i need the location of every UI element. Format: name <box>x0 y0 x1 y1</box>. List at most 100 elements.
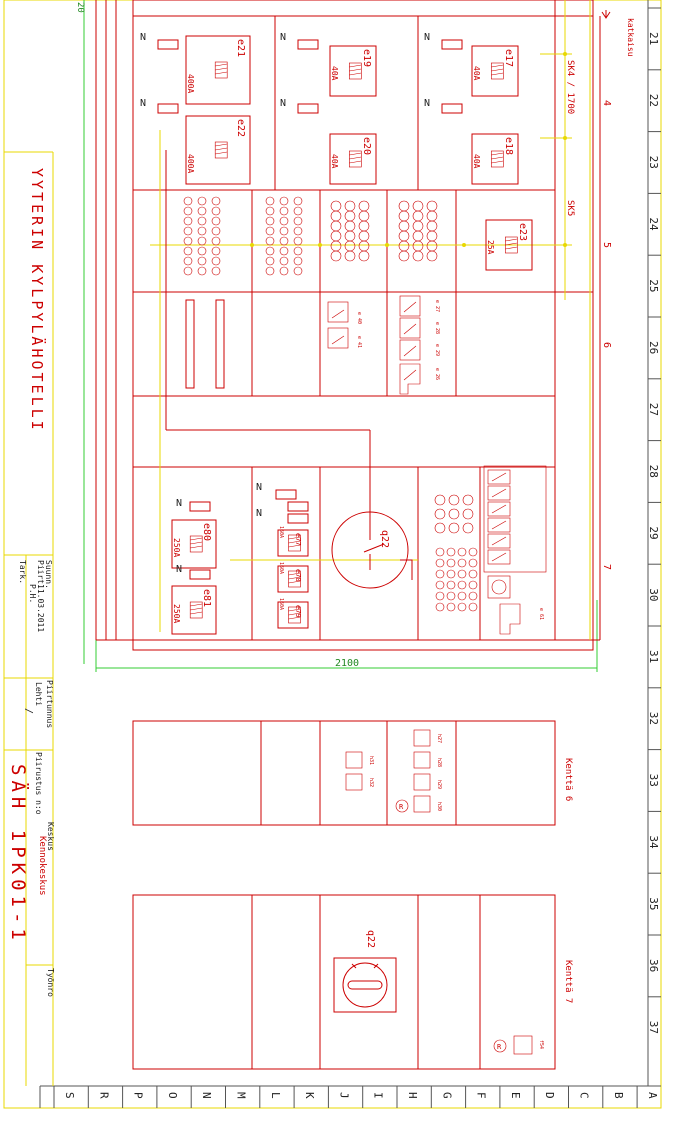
terminal-grid <box>183 196 478 612</box>
row-number: 21 <box>647 32 660 45</box>
row-number: 29 <box>647 526 660 539</box>
fuse-id: e17 <box>503 49 514 67</box>
column-letter: C <box>578 1092 591 1099</box>
row-number: 36 <box>647 959 660 972</box>
row-number: 28 <box>647 465 660 478</box>
column-letter: J <box>337 1092 350 1099</box>
fuse-id: e80 <box>201 523 212 541</box>
column-letter: P <box>132 1092 145 1099</box>
row-number: 34 <box>647 835 660 849</box>
label-katkaisu: katkaisu <box>626 18 635 57</box>
row-number: 24 <box>647 217 660 231</box>
fuse-e20: e20 40A <box>329 133 377 185</box>
column-letter: F <box>475 1092 488 1099</box>
column-letter: B <box>612 1092 625 1099</box>
fuse-rating: 40A <box>330 66 339 81</box>
neutral-label: N <box>424 98 430 109</box>
fuse-rating: 40A <box>330 154 339 169</box>
kentta6-item-h27: h27 <box>436 734 442 743</box>
keskus-value: Kennokeskus <box>37 836 47 896</box>
row-number: 27 <box>647 403 660 416</box>
small-label-f54: f54 <box>538 1040 544 1049</box>
r-mark-kentta6: R <box>399 803 404 811</box>
title-block: YYTERIN KYLPYLÄHOTELLI Suunn. Piirt. 11.… <box>4 151 55 1086</box>
label-n4: 4 <box>601 100 612 106</box>
drawn-value: P.H. <box>28 584 37 603</box>
kentta-7-switch: q22 <box>365 930 376 948</box>
neutral-label: N <box>140 98 146 109</box>
column-letter: O <box>166 1092 179 1099</box>
fuse-rating: 25A <box>486 240 495 255</box>
row-number: 22 <box>647 94 660 107</box>
neutral-label: N <box>256 482 262 493</box>
row-number: 23 <box>647 156 660 169</box>
column-letter: K <box>303 1092 316 1099</box>
fuse-id: e23 <box>517 223 528 241</box>
neutral-label: N <box>176 564 182 575</box>
drawing-number: SÄH 1PK01-1 <box>7 764 30 945</box>
column-letter: A <box>646 1092 659 1099</box>
fuse-e19: e19 40A <box>329 45 377 97</box>
row-number: 32 <box>647 712 660 725</box>
small-label-e27: e 27 <box>434 300 440 312</box>
fuse-id: e81 <box>201 589 212 607</box>
column-letter: S <box>63 1092 76 1099</box>
designed-label: Suunn. <box>44 560 53 589</box>
small-label-e41: e 41 <box>356 336 362 348</box>
busbars <box>150 0 591 640</box>
kentta-6-panel: Kenttä 6 h27 h28 h29 h30 h31 h32 R <box>132 720 573 826</box>
kentta6-item-h31: h31 <box>368 756 374 765</box>
row-number: 31 <box>647 650 660 663</box>
neutral-label: N <box>256 508 262 519</box>
label-n6: 6 <box>601 342 612 348</box>
dimension-width: 2100 <box>335 658 359 669</box>
fuse-id: e20 <box>361 137 372 155</box>
sheet-label: Lehti <box>34 682 43 706</box>
r-mark-kentta7: R <box>497 1043 502 1051</box>
fuse-rating: 400A <box>186 74 195 93</box>
small-label-e61: e 61 <box>538 608 544 620</box>
fuse-rating: 250A <box>172 538 181 557</box>
fuse-id: e79 <box>294 605 302 618</box>
fuse-e17: e17 40A <box>471 45 519 97</box>
fuse-id: e19 <box>361 49 372 67</box>
label-n5: 5 <box>601 242 612 248</box>
fuse-rating: 40A <box>472 66 481 81</box>
project-title: YYTERIN KYLPYLÄHOTELLI <box>28 168 47 433</box>
sheet-value: / <box>23 708 34 714</box>
small-label-e28: e 28 <box>434 322 440 334</box>
fuse-e80: e80 250A <box>171 519 217 569</box>
neutral-label: N <box>176 498 182 509</box>
neutral-label: N <box>140 32 146 43</box>
row-number: 30 <box>647 588 660 601</box>
kentta6-item-h32: h32 <box>368 778 374 787</box>
kentta-7-label: Kenttä 7 <box>563 960 573 1003</box>
main-switch-q22: q22 <box>165 150 413 589</box>
fuse-rating: 160A <box>278 598 284 610</box>
drawing-frame <box>3 0 662 1109</box>
row-number: 25 <box>647 279 660 292</box>
kentta6-item-h29: h29 <box>436 780 442 789</box>
small-label-e29: e 29 <box>434 344 440 356</box>
fuse-rating: 250A <box>172 604 181 623</box>
busbar-labels: katkaisu SK4 / 1700 SK5 4 5 6 7 <box>565 10 635 570</box>
neutral-label: N <box>424 32 430 43</box>
column-letter: D <box>543 1092 556 1099</box>
fuse-e23: e23 25A <box>485 219 533 271</box>
lower-right-breakers: e 61 <box>483 465 547 635</box>
drawing-id-label: Piirtunnus <box>45 680 54 728</box>
main-switch-label: q22 <box>379 530 390 548</box>
row-number: 33 <box>647 774 660 787</box>
dimension-lines: 2100 20 <box>75 0 598 672</box>
fuse-rating: 160A <box>278 562 284 574</box>
small-label-e26: e 26 <box>434 368 440 380</box>
work-no-label: Työnro <box>46 968 55 997</box>
